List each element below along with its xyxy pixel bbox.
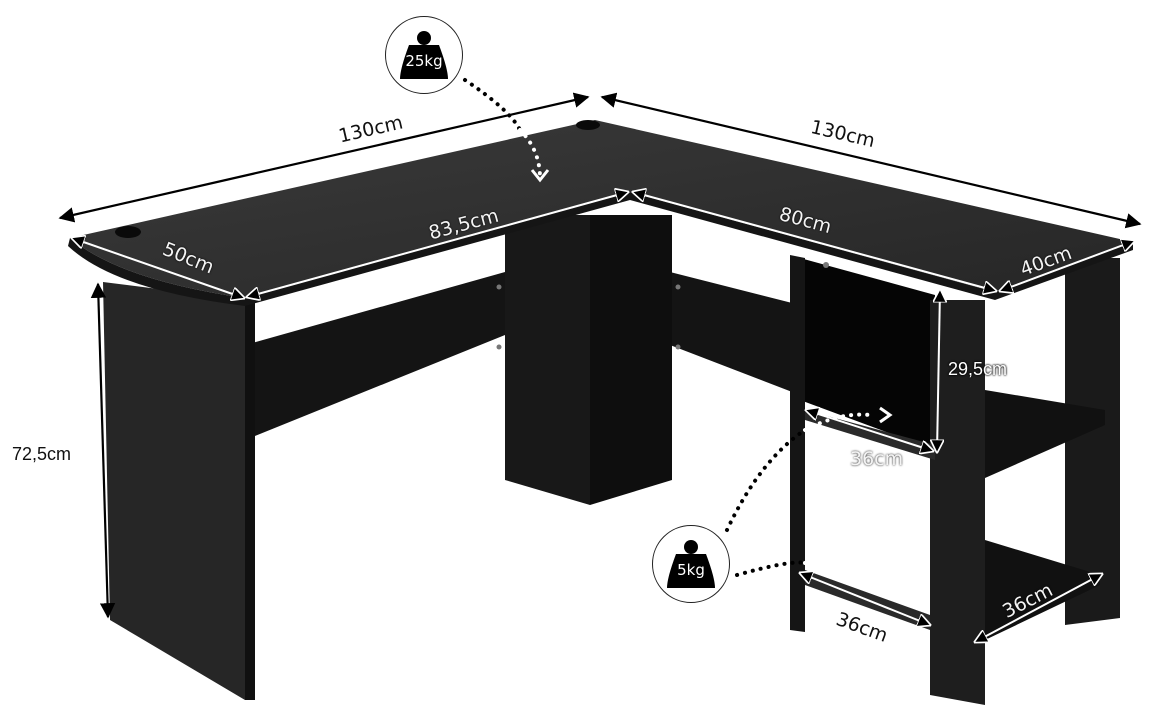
load-badge-shelves: 5kg <box>652 525 730 603</box>
dim-line-left-depth <box>72 238 244 298</box>
dim-line-height <box>90 282 116 619</box>
load-label-shelves: 5kg <box>677 561 705 579</box>
dim-line-top-right <box>600 92 1142 229</box>
back-rail-right <box>670 272 800 395</box>
grommet-right <box>576 120 600 130</box>
dim-line-upper-shelf <box>806 410 933 451</box>
load-arrows <box>463 78 907 579</box>
load-arrowheads <box>530 169 913 586</box>
dim-line-right-depth <box>1000 241 1134 291</box>
dim-label-shelf-height: 29,5cm <box>948 359 1008 379</box>
load-label-desktop: 25kg <box>405 52 443 70</box>
dim-line-shelf-height <box>937 290 940 452</box>
dim-line-lower-shelf-side <box>975 574 1102 642</box>
load-badge-desktop: 25kg <box>385 16 463 94</box>
dim-line-top-left <box>58 92 590 223</box>
left-side-panel <box>103 282 255 700</box>
back-rail-left <box>245 272 505 440</box>
dim-label-height: 72,5cm <box>12 444 72 464</box>
dim-line-inner-right <box>633 192 996 291</box>
weight-icon <box>667 540 715 588</box>
right-shelf-unit <box>790 255 1120 705</box>
dimension-lines-outer <box>58 92 1142 619</box>
grommet-left <box>115 226 141 238</box>
weight-icon <box>400 31 448 79</box>
dim-line-inner-left <box>247 192 628 297</box>
corner-pedestal <box>505 215 672 505</box>
dim-line-lower-shelf-front <box>800 573 930 625</box>
dimension-lines-inner <box>72 192 1134 642</box>
dim-label-upper-shelf: 36cm <box>850 448 904 470</box>
